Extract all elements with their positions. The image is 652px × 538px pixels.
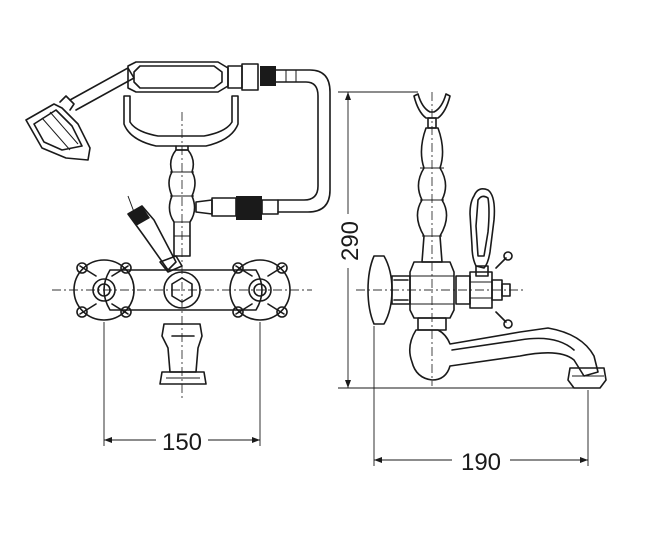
shower-handle — [127, 61, 276, 93]
front-spout — [159, 323, 207, 385]
diverter-lever — [127, 195, 183, 273]
projection-dimension: 190 — [373, 326, 589, 476]
shower-hose — [275, 69, 331, 213]
side-body — [409, 261, 455, 331]
wall-flange — [367, 255, 411, 325]
side-lever — [469, 188, 496, 277]
left-cross-handle — [73, 259, 135, 321]
width-dimension-label: 150 — [162, 429, 202, 456]
front-column — [168, 149, 196, 257]
hose-connector — [195, 196, 279, 220]
front-body — [103, 269, 263, 311]
width-dimension: 150 — [103, 322, 261, 456]
shower-cradle — [123, 95, 239, 151]
projection-dimension-label: 190 — [461, 449, 501, 476]
right-cross-handle — [229, 259, 291, 321]
height-dimension-label: 290 — [337, 221, 364, 261]
side-cross-handle — [455, 251, 513, 329]
side-centerlines — [356, 92, 526, 386]
height-dimension: 290 — [337, 91, 600, 389]
side-view: 290 190 — [337, 91, 607, 476]
side-spout — [408, 327, 607, 389]
front-view: 150 — [25, 61, 331, 456]
shower-head — [25, 67, 135, 161]
